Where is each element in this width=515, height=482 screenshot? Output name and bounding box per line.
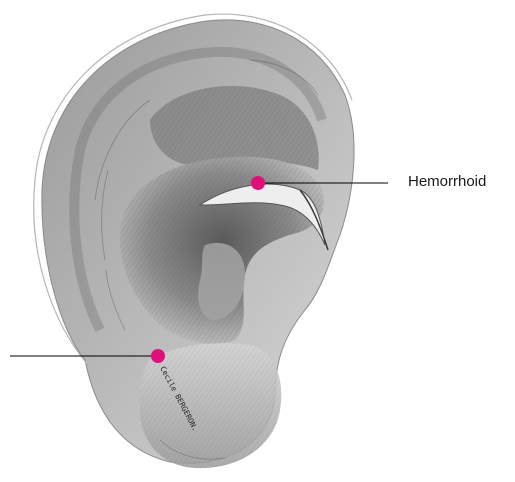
hemorrhoid-label: Hemorrhoid (408, 173, 486, 190)
hemorrhoid-point-marker (251, 176, 265, 190)
lobe-point-marker (151, 349, 165, 363)
ear-sketch (34, 14, 354, 468)
